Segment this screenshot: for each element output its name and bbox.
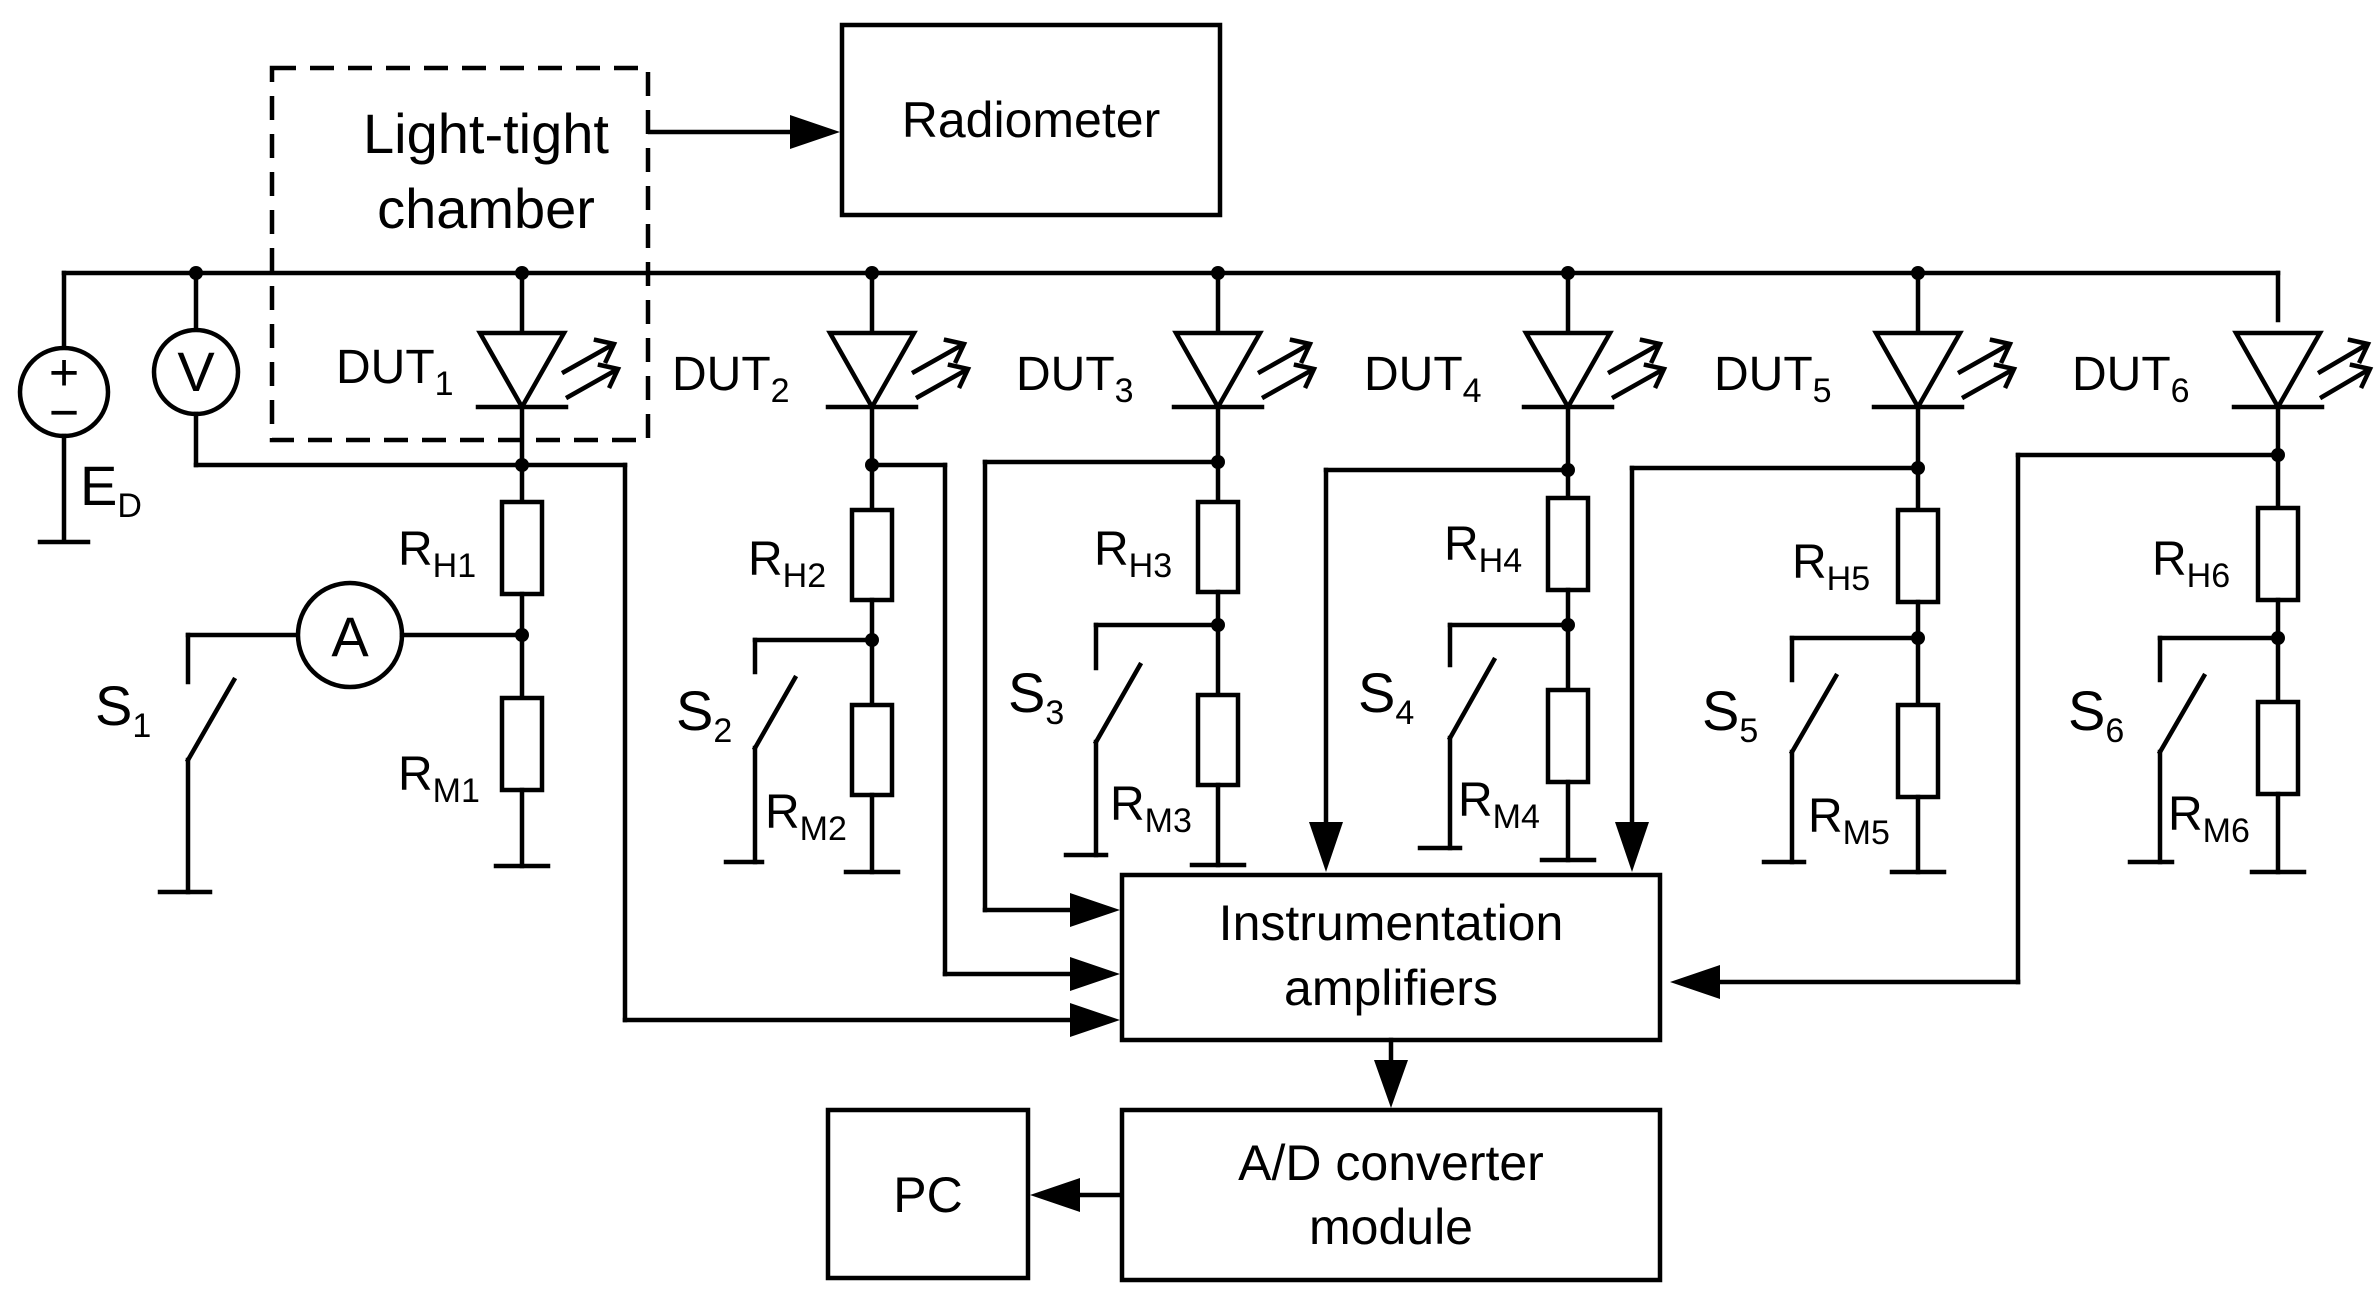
rm4-label: RM4 <box>1458 774 1540 836</box>
rh1-label: RH1 <box>398 523 476 585</box>
light-tight-chamber: Light-tight chamber <box>269 65 651 443</box>
dut3-label: DUT3 <box>1016 348 1134 410</box>
amp-to-adc-arrow <box>1374 1037 1408 1108</box>
voltage-source-ED: + − ED <box>17 270 142 545</box>
amp-label-line1: Instrumentation <box>1219 895 1564 951</box>
channel-3: DUT3 RH3 RM3 S3 <box>982 266 1318 927</box>
s6-label: S6 <box>2068 679 2124 750</box>
chamber-label-line1: Light-tight <box>363 102 609 165</box>
rh6-label: RH6 <box>2152 533 2230 595</box>
rm6-label: RM6 <box>2168 788 2250 850</box>
chamber-label-line2: chamber <box>377 177 595 240</box>
channel-5: DUT5 RH5 RM5 S5 <box>1615 266 2018 875</box>
voltmeter-label: V <box>177 340 215 403</box>
adc-module-block: A/D converter module <box>1119 1107 1663 1283</box>
chamber-to-radiometer-arrow <box>647 115 840 149</box>
radiometer-block: Radiometer <box>839 22 1223 218</box>
rh3-label: RH3 <box>1094 523 1172 585</box>
voltmeter: V <box>151 266 1120 1037</box>
dut6-label: DUT6 <box>2072 348 2190 410</box>
supply-bus <box>61 270 2281 323</box>
channel-4: DUT4 RH4 RM4 S4 <box>1309 266 1668 872</box>
rm1-label: RM1 <box>398 748 480 810</box>
pc-block: PC <box>825 1107 1031 1281</box>
s3-label: S3 <box>1008 661 1064 732</box>
adc-label-line2: module <box>1309 1199 1473 1255</box>
dut1-label: DUT1 <box>336 341 454 403</box>
amp-label-line2: amplifiers <box>1284 960 1498 1016</box>
channel-2: DUT2 RH2 RM2 S2 <box>672 266 1120 991</box>
dut5-label: DUT5 <box>1714 348 1832 410</box>
rm5-label: RM5 <box>1808 790 1890 852</box>
radiometer-label: Radiometer <box>902 92 1160 148</box>
channel-1: DUT1 RH1 RM1 S1 <box>95 266 622 895</box>
dut2-label: DUT2 <box>672 348 790 410</box>
s2-label: S2 <box>676 679 732 750</box>
ammeter: A <box>185 580 529 690</box>
source-plus-sign: + <box>49 344 79 402</box>
adc-to-pc-arrow <box>1030 1178 1123 1212</box>
adc-label-line1: A/D converter <box>1238 1135 1544 1191</box>
rh4-label: RH4 <box>1444 518 1522 580</box>
instrumentation-amplifiers-block: Instrumentation amplifiers <box>1119 872 1663 1043</box>
dut4-label: DUT4 <box>1364 348 1482 410</box>
s4-label: S4 <box>1358 661 1414 732</box>
pc-label: PC <box>893 1167 962 1223</box>
rh2-label: RH2 <box>748 533 826 595</box>
channel-6: DUT6 RH6 RM6 S6 <box>1670 330 2374 999</box>
rm3-label: RM3 <box>1110 778 1192 840</box>
s5-label: S5 <box>1702 679 1758 750</box>
ammeter-label: A <box>331 605 369 668</box>
rm2-label: RM2 <box>765 786 847 848</box>
source-label: ED <box>80 454 142 525</box>
rh5-label: RH5 <box>1792 536 1870 598</box>
s1-label: S1 <box>95 674 151 745</box>
source-minus-sign: − <box>49 384 79 442</box>
